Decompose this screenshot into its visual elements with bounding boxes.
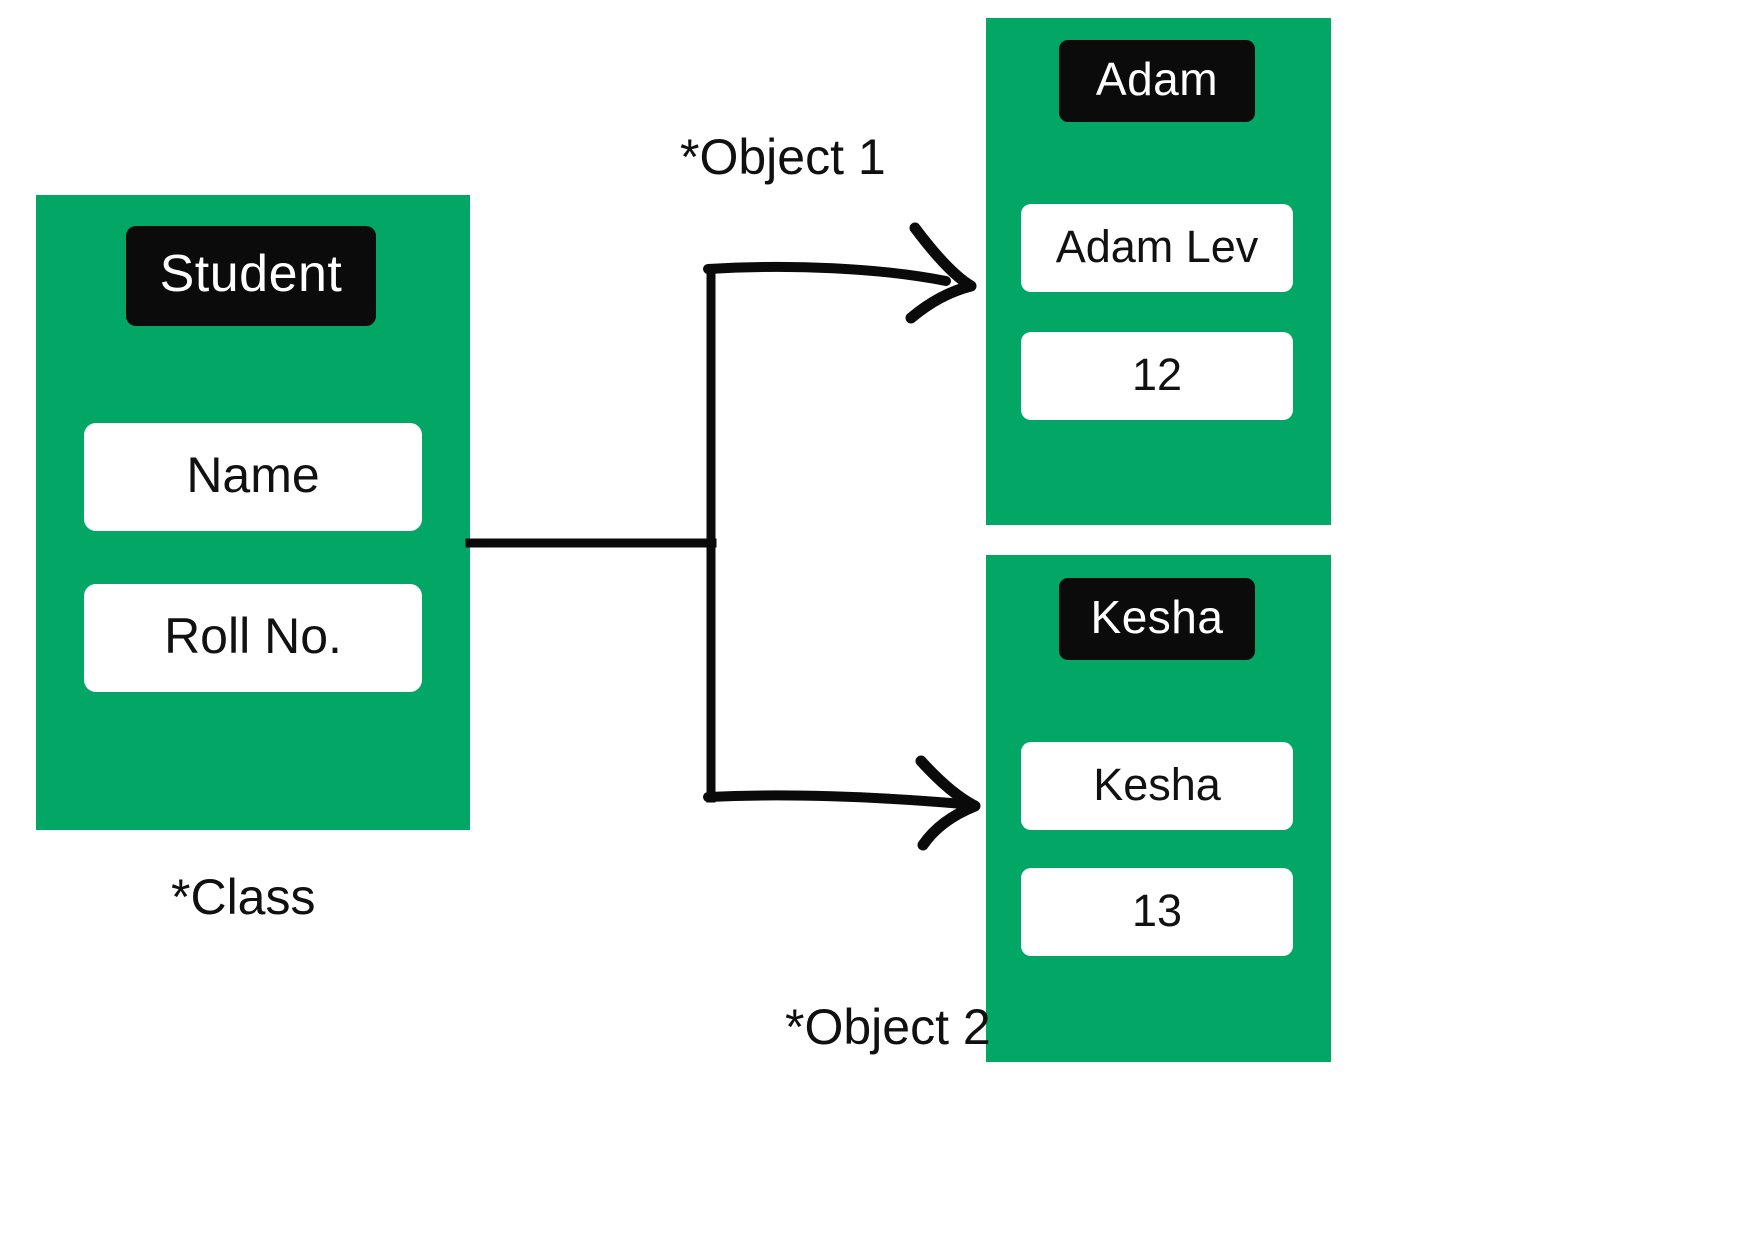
arrowhead-object2-icon (915, 755, 981, 851)
object-kesha-field-rollno-value: 13 (1131, 884, 1183, 936)
class-field-name: Name (84, 423, 422, 531)
object-kesha-field-rollno: 13 (1021, 868, 1293, 956)
object-kesha-caption-label: *Object 2 (785, 999, 991, 1055)
class-title-pill: Student (126, 226, 376, 326)
connector-branch-object2 (703, 790, 968, 809)
class-field-rollno: Roll No. (84, 584, 422, 692)
object-adam-caption: *Object 1 (680, 132, 886, 182)
object-adam-field-rollno-value: 12 (1131, 348, 1183, 400)
class-title-label: Student (159, 245, 343, 303)
object-kesha-caption: *Object 2 (785, 1002, 991, 1052)
class-field-name-label: Name (186, 447, 320, 503)
object-adam-field-name-value: Adam Lev (1055, 220, 1259, 272)
object-adam-title-label: Adam (1095, 53, 1219, 105)
class-caption-label: *Class (171, 869, 316, 925)
class-caption: *Class (171, 872, 315, 922)
arrowhead-object1-icon (905, 222, 977, 324)
object-adam-caption-label: *Object 1 (680, 129, 886, 185)
object-kesha-field-name-value: Kesha (1093, 758, 1221, 810)
object-kesha-title-label: Kesha (1090, 591, 1224, 643)
class-field-rollno-label: Roll No. (164, 608, 342, 664)
object-adam-field-rollno: 12 (1021, 332, 1293, 420)
object-kesha-field-name: Kesha (1021, 742, 1293, 830)
object-kesha-title-pill: Kesha (1059, 578, 1255, 660)
object-adam-field-name: Adam Lev (1021, 204, 1293, 292)
connector-branch-object1 (703, 261, 951, 286)
object-adam-title-pill: Adam (1059, 40, 1255, 122)
